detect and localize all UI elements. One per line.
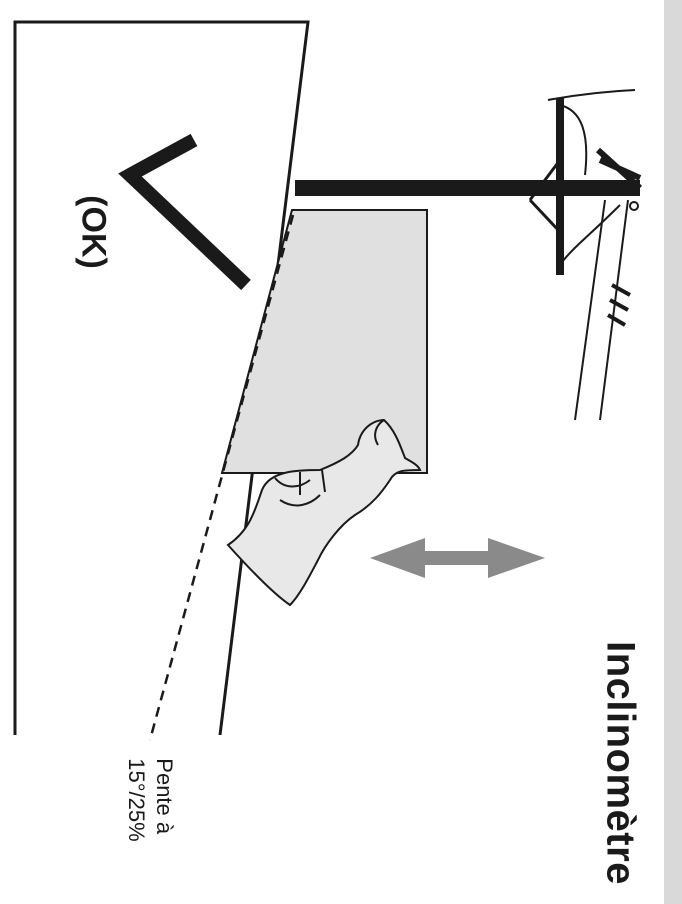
hand-icon — [226, 418, 422, 607]
pole-crossarm — [295, 180, 640, 196]
title-text: Inclinomètre — [598, 641, 643, 885]
inclinometer-diagram — [13, 20, 643, 741]
inclinometer-panel — [220, 209, 428, 474]
ok-label: (OK) — [74, 195, 113, 269]
slope-label-line1: Pente à — [152, 758, 177, 835]
utility-pole-icon — [528, 89, 643, 421]
page-edge-strip — [664, 0, 682, 904]
slope-reference-dashed-line — [148, 214, 295, 741]
checkmark-icon — [118, 133, 251, 291]
double-arrow-icon — [370, 538, 545, 578]
slope-label-line2: 15°/25% — [124, 758, 149, 842]
slope-label: Pente à 15°/25% — [122, 758, 178, 841]
